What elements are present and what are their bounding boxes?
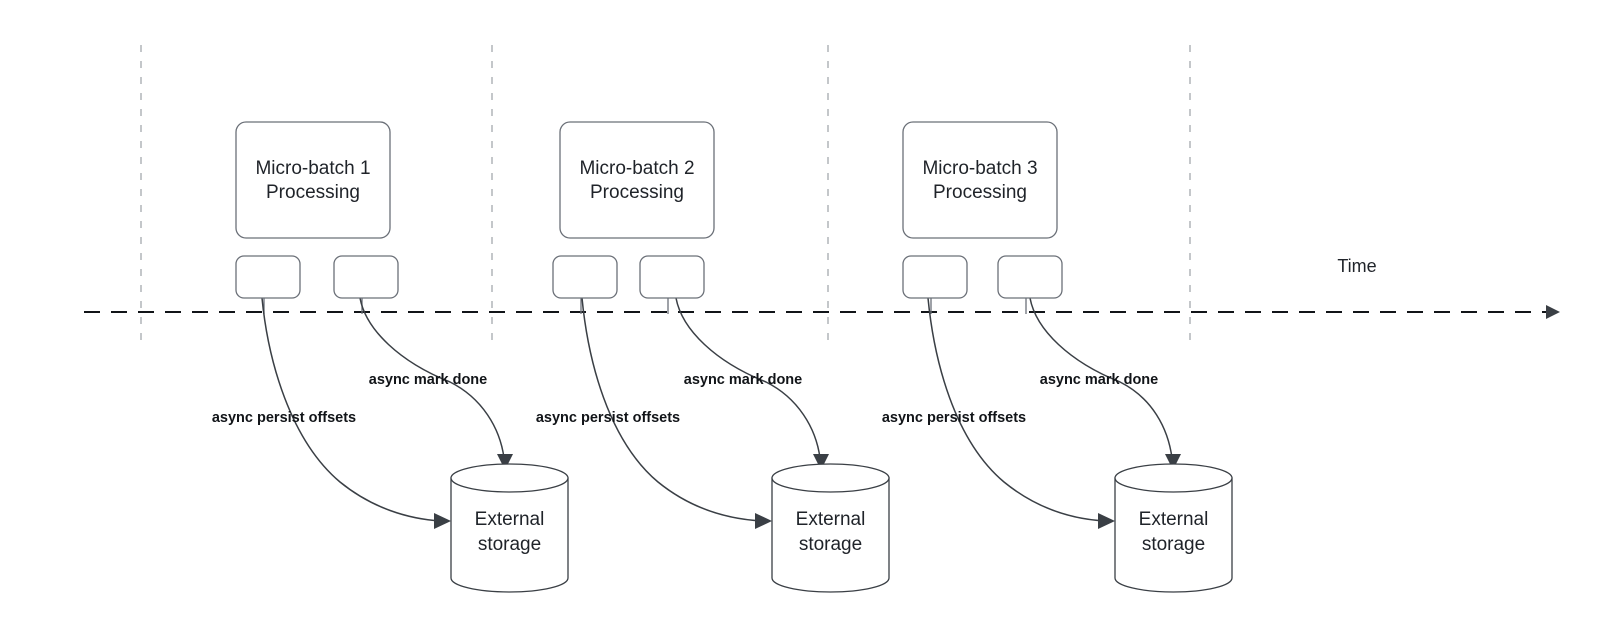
labels-group: Time async persist offsets async mark done… <box>212 256 1377 426</box>
timeline-arrow-icon <box>1546 305 1560 319</box>
edge-label-persist-1: async persist offsets <box>212 410 356 426</box>
task-box-3-1[interactable] <box>902 255 968 299</box>
task-box-1-1[interactable] <box>235 255 301 299</box>
edge-markdone-3 <box>1029 297 1173 459</box>
micro-batch-label-line2: Processing <box>266 182 360 203</box>
external-storage-cylinder-2[interactable] <box>771 477 890 593</box>
edge-label-persist-3: async persist offsets <box>882 410 1026 426</box>
arrow-head-icon-persist-3 <box>1098 513 1115 529</box>
edge-markdone-1 <box>359 297 505 459</box>
external-storage-label-line2: storage <box>1142 534 1205 555</box>
time-axis-label: Time <box>1337 256 1376 276</box>
task-box-3-2[interactable] <box>997 255 1063 299</box>
task-box-2-2[interactable] <box>639 255 705 299</box>
edge-persist-1 <box>261 297 442 522</box>
edge-markdone-2 <box>675 297 821 459</box>
external-storage-cylinder-1[interactable] <box>450 477 569 593</box>
edge-label-markdone-1: async mark done <box>369 372 487 388</box>
micro-batch-label-line1: Micro-batch 3 <box>922 158 1037 179</box>
arrow-head-icon-persist-1 <box>434 513 451 529</box>
micro-batch-box-3[interactable] <box>902 121 1058 239</box>
task-box-2-1[interactable] <box>552 255 618 299</box>
arrow-head-icon-markdone-1 <box>497 454 513 470</box>
external-storage-cylinder-top-3 <box>1114 463 1233 493</box>
edge-persist-3 <box>927 297 1106 522</box>
edge-label-markdone-3: async mark done <box>1040 372 1158 388</box>
external-storage-cylinder-top-2 <box>771 463 890 493</box>
micro-batch-box-1[interactable] <box>235 121 391 239</box>
arrow-head-icon-markdone-2 <box>813 454 829 470</box>
external-storage-label-line1: External <box>1139 509 1209 530</box>
external-storage-label-line2: storage <box>478 534 541 555</box>
task-box-1-2[interactable] <box>333 255 399 299</box>
micro-batch-label-line2: Processing <box>933 182 1027 203</box>
external-storage-label-line1: External <box>475 509 545 530</box>
edge-label-persist-2: async persist offsets <box>536 410 680 426</box>
external-storage-cylinder-3[interactable] <box>1114 477 1233 593</box>
micro-batch-label-line1: Micro-batch 2 <box>579 158 694 179</box>
timeline-axis-group <box>84 305 1560 319</box>
external-storage-cylinder-top-1 <box>450 463 569 493</box>
external-storage-label-line2: storage <box>799 534 862 555</box>
micro-batch-box-2[interactable] <box>559 121 715 239</box>
edge-persist-2 <box>581 297 763 522</box>
timeline-tick-group <box>140 45 1191 340</box>
external-storage-label-line1: External <box>796 509 866 530</box>
micro-batch-label-line1: Micro-batch 1 <box>255 158 370 179</box>
arrow-head-icon-markdone-3 <box>1165 454 1181 470</box>
edge-label-markdone-2: async mark done <box>684 372 802 388</box>
flow-edges-group <box>261 297 1181 529</box>
arrow-head-icon-persist-2 <box>755 513 772 529</box>
micro-batch-label-line2: Processing <box>590 182 684 203</box>
